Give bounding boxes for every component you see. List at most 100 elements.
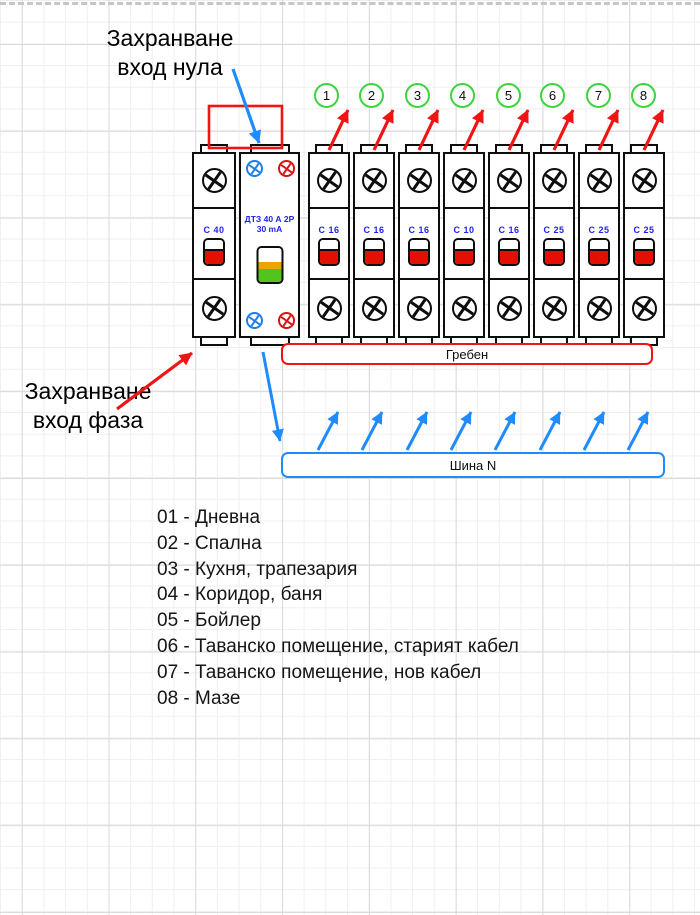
din-terminal-tab [405,144,433,154]
terminal-section [535,280,573,336]
switch-section: C 25 [625,207,663,280]
breaker-rating-label: C 25 [633,224,655,235]
neutral-bus-arrow-7 [582,411,606,451]
terminal-section [490,280,528,336]
neutral-bus-label: Шина N [449,457,497,473]
breaker-module-1[interactable]: C 16 [308,144,350,346]
circuit-badge-2[interactable]: 2 [359,83,384,108]
legend-item: 03 - Кухня, трапезария [157,558,358,580]
breaker-module-8[interactable]: C 25 [623,144,665,346]
legend-item: 04 - Коридор, баня [157,584,323,606]
neutral-input-label: Захранване вход нула [70,24,270,82]
screw-terminal-icon [631,168,657,193]
rcd-label: ДТЗ 40 А 2Р 30 mA [241,214,298,234]
switch-section: C 16 [490,207,528,280]
circuit-badge-6[interactable]: 6 [540,83,565,108]
neutral-bus-arrow-3 [405,411,429,451]
terminal-section [355,154,393,207]
breaker-module-2[interactable]: C 16 [353,144,395,346]
neutral-jumper-wire [207,104,284,150]
terminal-section [310,154,348,207]
screw-terminal-icon [586,295,612,321]
breaker-module-4[interactable]: C 10 [443,144,485,346]
screw-terminal-icon [496,295,522,321]
switch-section: C 40 [194,207,234,280]
din-terminal-tab [200,336,228,346]
screw-terminal-icon [406,168,432,193]
breaker-module-6[interactable]: C 25 [533,144,575,346]
breaker-module-3[interactable]: C 16 [398,144,440,346]
switch-section: C 10 [445,207,483,280]
rcd-to-neutral-bus-wire [261,351,284,442]
terminal-section [580,280,618,336]
din-terminal-tab [630,144,658,154]
breaker-toggle-switch[interactable] [498,237,520,266]
breaker-rating-label: C 10 [453,224,475,235]
breaker-toggle-switch[interactable] [633,237,655,266]
neutral-bus-box[interactable]: Шина N [281,452,665,478]
legend-item: 02 - Спална [157,532,262,554]
neutral-bus-arrow-5 [493,411,517,451]
circuit-number: 6 [548,88,557,103]
rcd-toggle-switch[interactable] [256,246,283,284]
terminal-section [355,280,393,336]
legend-item: 01 - Дневна [157,507,261,528]
terminal-section [445,280,483,336]
circuit-number: 4 [458,88,467,103]
breaker-rating-label: C 25 [588,224,610,235]
neutral-bus-arrow-4 [449,411,473,451]
breaker-toggle-switch[interactable] [453,237,475,266]
breaker-rating-label: C 16 [363,224,385,235]
din-terminal-tab [315,144,343,154]
din-terminal-tab [360,144,388,154]
main-breaker-rating-label: C 40 [203,224,225,235]
screw-terminal-icon [586,168,612,193]
switch-section: C 25 [535,207,573,280]
breaker-toggle-switch[interactable] [363,237,385,266]
legend-item: 05 - Бойлер [157,610,261,632]
rcd-module[interactable]: ДТЗ 40 А 2Р 30 mA [239,144,300,346]
main-breaker-toggle-switch[interactable] [203,237,225,266]
circuit-badge-5[interactable]: 5 [496,83,521,108]
main-breaker-module[interactable]: C 40 [192,144,236,346]
din-terminal-tab [249,144,290,154]
terminal-section [535,154,573,207]
terminal-section [310,280,348,336]
screw-terminal-icon [406,295,432,321]
screw-terminal-icon [541,295,567,321]
rcd-sensitivity-label: 30 mA [256,224,283,234]
breaker-toggle-switch[interactable] [408,237,430,266]
circuit-badge-8[interactable]: 8 [631,83,656,108]
terminal-section [194,280,234,336]
circuit-badge-1[interactable]: 1 [314,83,339,108]
neutral-input-label-line2: вход нула [117,54,223,80]
circuit-badge-4[interactable]: 4 [450,83,475,108]
breaker-rating-label: C 16 [408,224,430,235]
terminal-section [625,280,663,336]
circuit-number: 7 [594,88,603,103]
din-terminal-tab [200,144,228,154]
screw-terminal-icon [201,168,227,193]
breaker-rating-label: C 16 [498,224,520,235]
breaker-module-7[interactable]: C 25 [578,144,620,346]
terminal-section [580,154,618,207]
circuit-badge-3[interactable]: 3 [405,83,430,108]
neutral-input-label-line1: Захранване [106,25,234,51]
breaker-toggle-switch[interactable] [588,237,610,266]
comb-bus-box[interactable]: Гребен [281,343,653,365]
switch-section: C 16 [400,207,438,280]
screw-terminal-icon [451,295,477,321]
breaker-toggle-switch[interactable] [543,237,565,266]
terminal-section [400,154,438,207]
circuit-badge-7[interactable]: 7 [586,83,611,108]
phase-screw-terminal-icon [278,312,295,329]
din-terminal-tab [249,336,290,346]
circuit-number: 3 [413,88,422,103]
circuit-number: 2 [367,88,376,103]
breaker-module-5[interactable]: C 16 [488,144,530,346]
breaker-rating-label: C 16 [318,224,340,235]
din-terminal-tab [450,144,478,154]
circuit-number: 1 [322,88,331,103]
breaker-toggle-switch[interactable] [318,237,340,266]
